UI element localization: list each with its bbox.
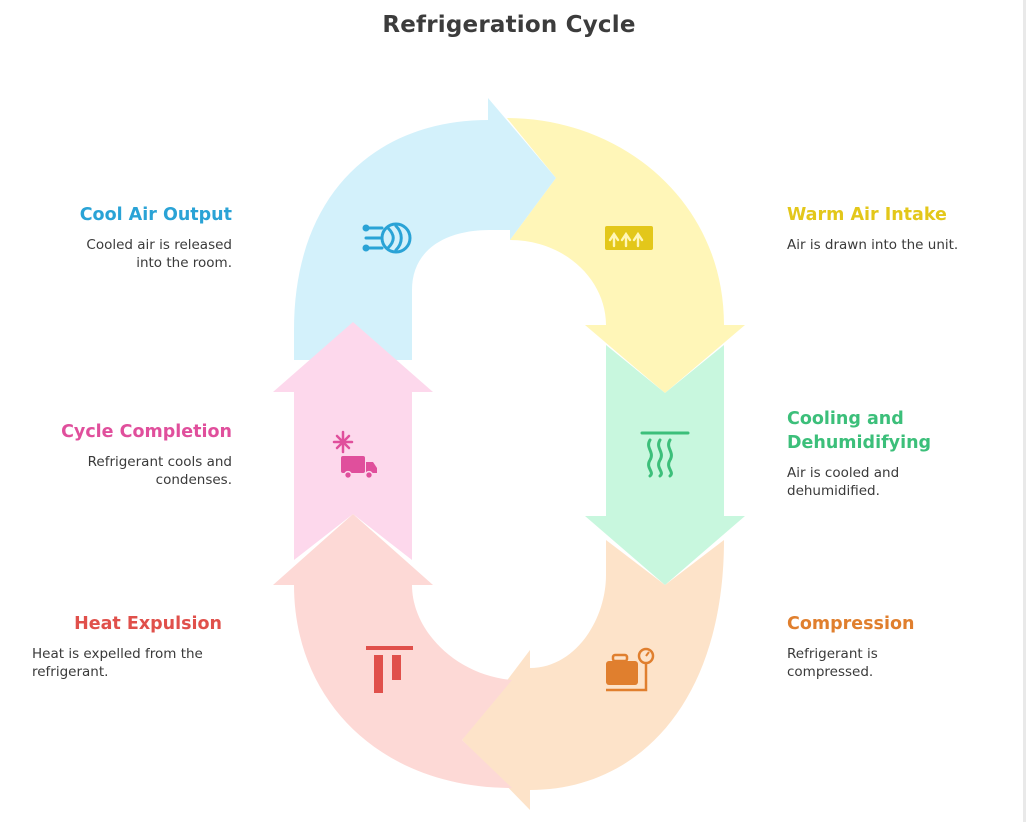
refrigerated-truck-icon xyxy=(332,430,377,480)
fan-airflow-icon xyxy=(362,222,412,254)
stage-warm-air-intake: Warm Air Intake Air is drawn into the un… xyxy=(787,203,987,254)
stage-heat-expulsion: Heat Expulsion Heat is expelled from the… xyxy=(32,612,232,681)
stage-description: Cooled air is released into the room. xyxy=(86,237,232,271)
vapor-icon xyxy=(640,431,690,478)
stage-description: Heat is expelled from the refrigerant. xyxy=(32,646,203,680)
arrow-warm-air-intake xyxy=(507,118,745,393)
compressor-gauge-icon xyxy=(606,647,655,692)
stage-heading: Warm Air Intake xyxy=(787,205,947,225)
stage-heading: Cycle Completion xyxy=(61,422,232,442)
arrow-compression xyxy=(462,540,724,810)
stage-cool-air-output: Cool Air Output Cooled air is released i… xyxy=(32,203,232,272)
arrow-heat-expulsion xyxy=(273,514,512,788)
stage-description: Air is drawn into the unit. xyxy=(787,237,959,253)
heat-fins-icon xyxy=(366,646,413,693)
arrow-cooling-dehumidifying xyxy=(585,345,745,585)
diagram-title: Refrigeration Cycle xyxy=(382,12,636,38)
stage-description: Refrigerant cools and condenses. xyxy=(87,454,232,488)
stage-compression: Compression Refrigerant is compressed. xyxy=(787,612,987,681)
scrollbar[interactable] xyxy=(1023,0,1026,822)
stage-description: Air is cooled and dehumidified. xyxy=(787,465,900,499)
heat-waves-icon xyxy=(605,226,653,250)
stage-cycle-completion: Cycle Completion Refrigerant cools and c… xyxy=(32,420,232,489)
stage-heading: Compression xyxy=(787,614,915,634)
stage-heading: Cooling and Dehumidifying xyxy=(787,409,932,453)
arrow-cycle-completion xyxy=(273,322,433,560)
stage-heading: Cool Air Output xyxy=(79,205,232,225)
stage-cooling-dehumidifying: Cooling and Dehumidifying Air is cooled … xyxy=(787,407,987,500)
arrow-cool-air-output xyxy=(294,98,556,360)
stage-heading: Heat Expulsion xyxy=(74,614,222,634)
stage-description: Refrigerant is compressed. xyxy=(787,646,878,680)
